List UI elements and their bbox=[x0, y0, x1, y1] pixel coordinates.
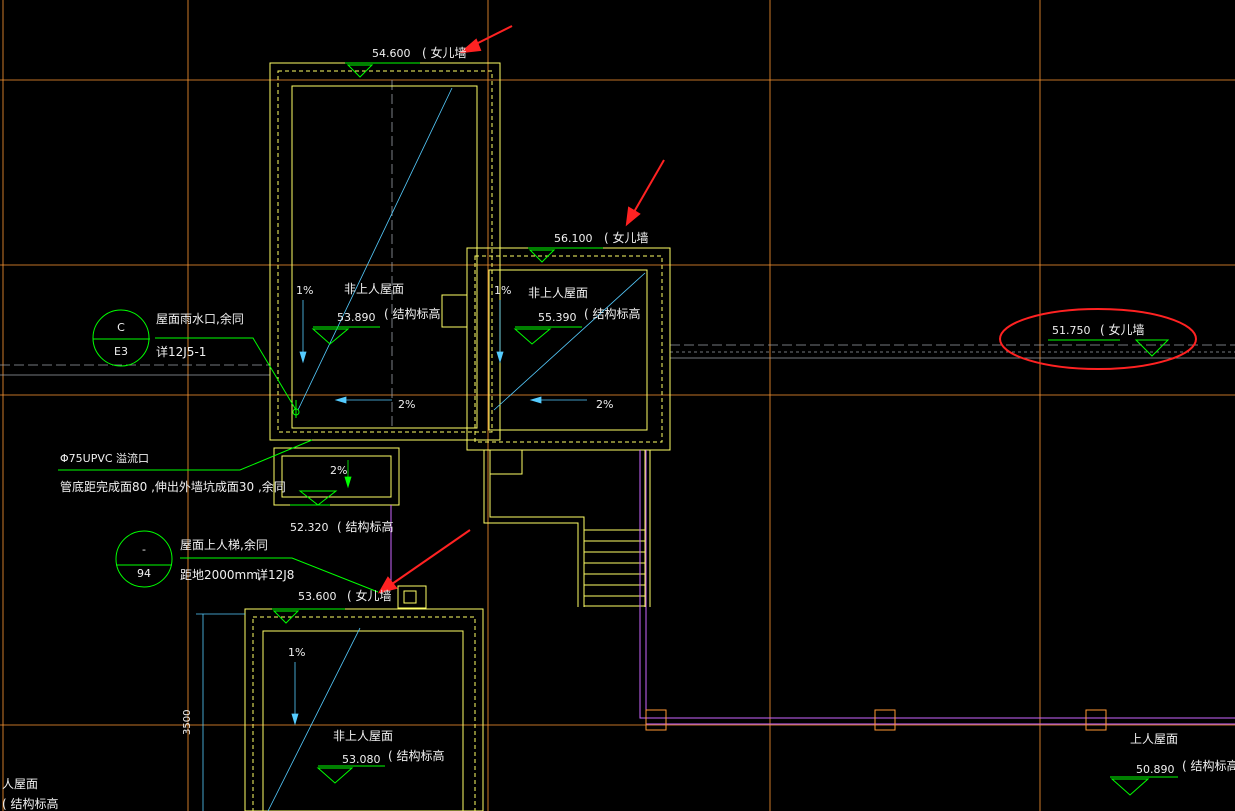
elevation-value: 50.890 bbox=[1136, 763, 1175, 776]
callout-top: C bbox=[117, 321, 125, 334]
roof-label: 非上人屋面 bbox=[528, 286, 588, 300]
elevation-note: ( 女儿墙 bbox=[604, 230, 649, 245]
elevation-value: 53.890 bbox=[337, 311, 376, 324]
slope-label: 1% bbox=[288, 646, 305, 659]
callout-bubble-icon bbox=[115, 530, 173, 588]
callout-text: 距地2000mm, bbox=[180, 568, 262, 582]
elevation-value: 52.320 bbox=[290, 521, 329, 534]
slope-label: 2% bbox=[398, 398, 415, 411]
callout-top: - bbox=[142, 543, 146, 556]
drainage-lines bbox=[196, 87, 646, 811]
markup-ellipse bbox=[999, 308, 1197, 370]
roof-label: 非上人屋面 bbox=[344, 282, 404, 296]
slope-arrows bbox=[291, 300, 587, 726]
annotation-leaders bbox=[58, 62, 1178, 796]
elevation-value: 51.750 bbox=[1052, 324, 1091, 337]
elevation-note: ( 结构标高 bbox=[1182, 758, 1235, 773]
elevation-note: ( 结构标高 bbox=[384, 306, 441, 321]
elevation-note: ( 结构标高 bbox=[388, 748, 445, 763]
callout-bottom: E3 bbox=[114, 345, 128, 358]
elevation-note: ( 女儿墙 bbox=[422, 45, 467, 60]
elevation-value: 54.600 bbox=[372, 47, 411, 60]
elevation-value: 53.600 bbox=[298, 590, 337, 603]
axis-bands bbox=[0, 80, 1235, 430]
callout-bubble-icon bbox=[92, 309, 150, 367]
drawing-text: 54.600 ( 女儿墙 56.100 ( 女儿墙 51.750 ( 女儿墙 5… bbox=[2, 45, 1235, 811]
overflow-arrow bbox=[344, 460, 352, 489]
overflow-text: 管底距完成面80 ,伸出外墙坑成面30 ,余同 bbox=[60, 479, 286, 494]
slope-label: 1% bbox=[296, 284, 313, 297]
elevation-value: 55.390 bbox=[538, 311, 577, 324]
stair-treads bbox=[584, 529, 645, 607]
elevation-note: ( 女儿墙 bbox=[347, 588, 392, 603]
callout-text: 详12J5-1 bbox=[156, 344, 206, 359]
elevation-note: ( 结构标高 bbox=[584, 306, 641, 321]
callout-text: 屋面雨水口,余同 bbox=[156, 311, 244, 326]
slope-label: 1% bbox=[494, 284, 511, 297]
slope-label: 2% bbox=[596, 398, 613, 411]
dimension-label: 3500 bbox=[182, 710, 193, 735]
roof-label: 上人屋面 bbox=[1130, 732, 1178, 746]
elevation-value: 56.100 bbox=[554, 232, 593, 245]
columns bbox=[645, 709, 1107, 731]
callout-text: 屋面上人梯,余同 bbox=[180, 537, 268, 552]
overflow-text: Φ75UPVC 溢流口 bbox=[60, 451, 149, 465]
callout-text: 详12J8 bbox=[256, 567, 294, 582]
callout-bottom: 94 bbox=[137, 567, 151, 580]
roof-label: 人屋面 bbox=[2, 777, 38, 791]
slope-label: 2% bbox=[330, 464, 347, 477]
roof-label: 非上人屋面 bbox=[333, 729, 393, 743]
elevation-note: ( 女儿墙 bbox=[1100, 322, 1145, 337]
rain-outlet-icon bbox=[292, 408, 300, 416]
elevation-value: 53.080 bbox=[342, 753, 381, 766]
parapet-walls bbox=[244, 62, 671, 811]
elevation-note: ( 结构标高 bbox=[2, 796, 59, 811]
elevation-note: ( 结构标高 bbox=[337, 519, 394, 534]
markup-arrows bbox=[377, 25, 665, 594]
